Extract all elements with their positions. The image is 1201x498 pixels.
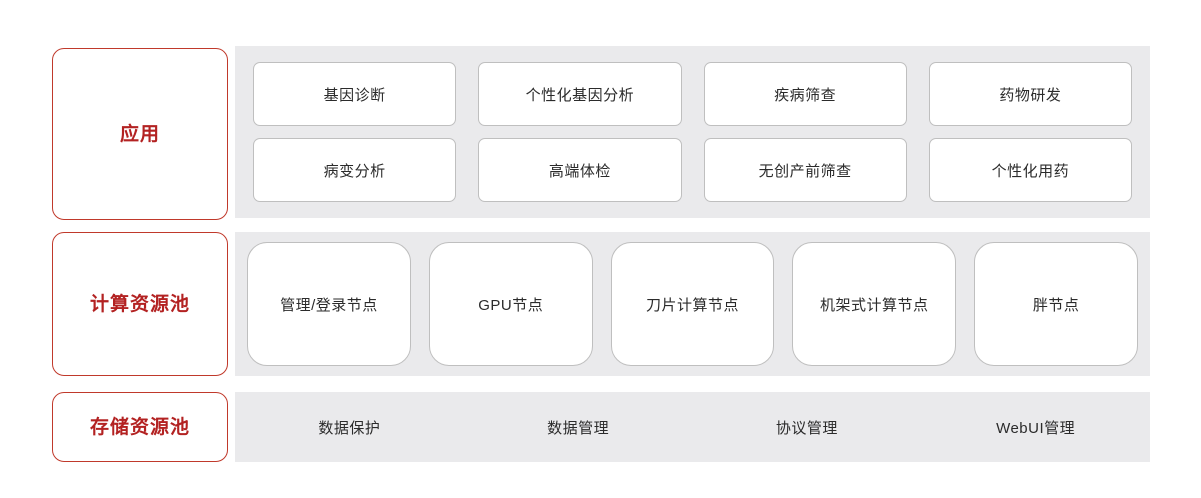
- compute-node-item[interactable]: 管理/登录节点: [247, 242, 411, 366]
- storage-item-label: 数据管理: [547, 419, 610, 437]
- application-item-label: 无创产前筛查: [758, 162, 852, 180]
- tier-label-application: 应用: [52, 48, 228, 220]
- storage-item[interactable]: 协议管理: [693, 392, 922, 462]
- application-item[interactable]: 病变分析: [253, 138, 457, 202]
- storage-item-label: 协议管理: [775, 419, 838, 437]
- compute-items-grid: 管理/登录节点 GPU节点 刀片计算节点 机架式计算节点 胖节点: [247, 242, 1138, 366]
- tier-panel-application: 基因诊断 个性化基因分析 疾病筛查 药物研发 病变分析 高端体检: [235, 46, 1150, 218]
- tier-label-storage-resource-pool-text: 存储资源池: [89, 416, 190, 438]
- application-item-label: 病变分析: [323, 162, 386, 180]
- application-item[interactable]: 疾病筛查: [703, 62, 907, 126]
- tier-row-application: 应用 基因诊断 个性化基因分析 疾病筛查 药物研发 病变分析: [0, 0, 1201, 232]
- application-item[interactable]: 无创产前筛查: [703, 138, 907, 202]
- compute-node-label: 管理/登录节点: [280, 296, 378, 314]
- application-item-label: 疾病筛查: [774, 86, 837, 104]
- storage-item[interactable]: 数据保护: [235, 392, 464, 462]
- application-items-grid: 基因诊断 个性化基因分析 疾病筛查 药物研发 病变分析 高端体检: [253, 62, 1132, 202]
- compute-node-item[interactable]: 机架式计算节点: [792, 242, 957, 366]
- compute-node-item[interactable]: 刀片计算节点: [610, 242, 775, 366]
- application-item-label: 基因诊断: [323, 86, 386, 104]
- storage-item-label: 数据保护: [318, 419, 381, 437]
- tier-panel-storage-resource-pool: 数据保护 数据管理 协议管理 WebUI管理: [235, 392, 1150, 462]
- application-item-label: 个性化基因分析: [525, 86, 635, 104]
- application-item[interactable]: 个性化用药: [928, 138, 1132, 202]
- tier-label-storage-resource-pool: 存储资源池: [52, 392, 228, 462]
- application-item-label: 个性化用药: [991, 162, 1070, 180]
- tier-row-storage-resource-pool: 存储资源池 数据保护 数据管理 协议管理 WebUI管理: [0, 392, 1201, 498]
- storage-item-label: WebUI管理: [996, 419, 1076, 437]
- tier-label-application-text: 应用: [119, 123, 160, 145]
- application-item[interactable]: 基因诊断: [253, 62, 457, 126]
- tier-label-compute-resource-pool: 计算资源池: [52, 232, 228, 376]
- compute-node-label: 机架式计算节点: [820, 296, 929, 314]
- storage-item[interactable]: WebUI管理: [921, 392, 1150, 462]
- tier-label-compute-resource-pool-text: 计算资源池: [89, 293, 190, 315]
- application-item-label: 高端体检: [548, 162, 611, 180]
- application-item[interactable]: 高端体检: [478, 138, 682, 202]
- tier-panel-compute-resource-pool: 管理/登录节点 GPU节点 刀片计算节点 机架式计算节点 胖节点: [235, 232, 1150, 376]
- storage-item[interactable]: 数据管理: [464, 392, 693, 462]
- application-item-label: 药物研发: [999, 86, 1062, 104]
- application-item[interactable]: 药物研发: [928, 62, 1132, 126]
- compute-node-label: 刀片计算节点: [645, 296, 739, 314]
- compute-node-label: GPU节点: [478, 296, 544, 314]
- storage-items-grid: 数据保护 数据管理 协议管理 WebUI管理: [235, 392, 1150, 462]
- compute-node-item[interactable]: GPU节点: [428, 242, 593, 366]
- compute-node-item[interactable]: 胖节点: [974, 242, 1138, 366]
- tier-row-compute-resource-pool: 计算资源池 管理/登录节点 GPU节点 刀片计算节点 机架式计算节点 胖节点: [0, 232, 1201, 392]
- compute-node-label: 胖节点: [1032, 296, 1080, 314]
- application-item[interactable]: 个性化基因分析: [478, 62, 682, 126]
